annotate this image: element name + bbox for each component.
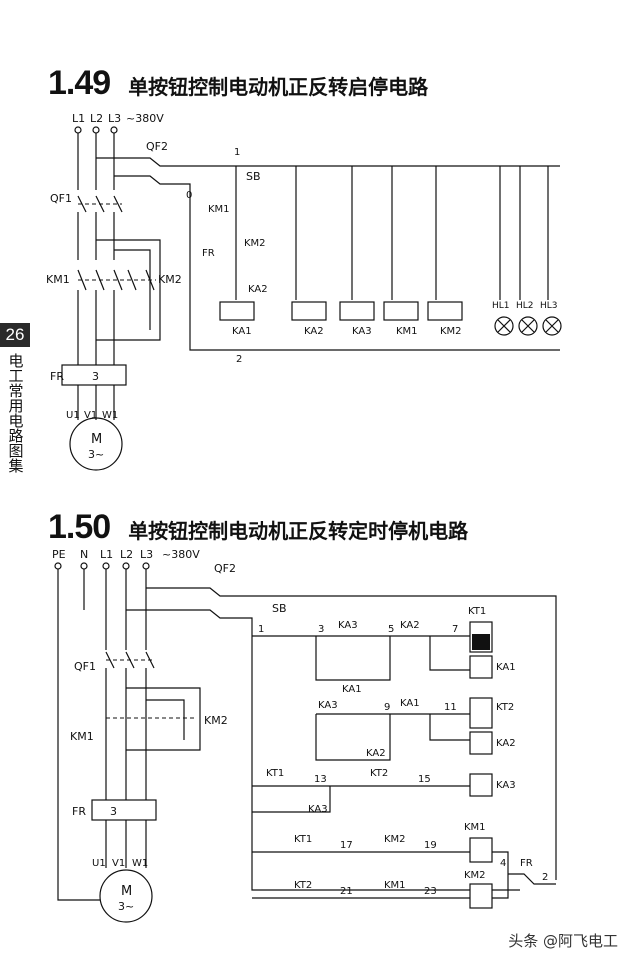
km2-contact-label: KM2	[244, 238, 266, 249]
page-number: 26	[0, 323, 30, 347]
terminal-l1	[74, 126, 82, 134]
hl3-label: HL3	[540, 301, 558, 311]
control-branches	[235, 166, 549, 300]
coil-ka3-label: KA3	[352, 326, 372, 337]
supply-label-l1: L1	[72, 112, 85, 125]
node-1: 1	[234, 147, 240, 158]
motor-phase-label: 3~	[88, 448, 104, 461]
motor-symbol	[69, 417, 123, 471]
reversing-wiring	[96, 239, 161, 341]
supply-label-l2: L2	[90, 112, 103, 125]
coil-km1	[383, 301, 419, 321]
fr-contact-label: FR	[202, 248, 215, 259]
hl1-label: HL1	[492, 301, 510, 311]
supply-label-l3: L3	[108, 112, 121, 125]
coil-ka2-label: KA2	[304, 326, 324, 337]
node-2: 2	[236, 354, 242, 365]
coil-km2-label: KM2	[440, 326, 462, 337]
watermark: 头条 @阿飞电工	[508, 932, 618, 950]
coil-ka1-label: KA1	[232, 326, 252, 337]
qf1-out-lines	[77, 212, 115, 260]
lamp-crosses	[497, 319, 559, 333]
book-title-vertical: 电工常用电路图集	[0, 353, 30, 477]
lamp-hl1	[494, 316, 514, 336]
km1-main-label: KM1	[46, 273, 70, 286]
fr-overload-block	[61, 364, 127, 386]
page-side-tab: 26 电工常用电路图集	[0, 323, 40, 477]
coil-ka3	[339, 301, 375, 321]
w-terminal-label: W1	[102, 410, 118, 421]
motor-feed-lines	[77, 290, 115, 365]
voltage-label: ~380V	[126, 112, 164, 125]
km1-contact-label: KM1	[208, 204, 230, 215]
fr-number: 3	[92, 370, 99, 383]
section-1-49-title: 1.49 单按钮控制电动机正反转启停电路	[48, 64, 428, 103]
book-title-text: 电工常用电路图集	[6, 353, 25, 473]
hl2-label: HL2	[516, 301, 534, 311]
coil-km1-label: KM1	[396, 326, 418, 337]
motor-leads	[77, 385, 115, 420]
section-number: 1.49	[48, 64, 111, 102]
v-terminal-label: V1	[84, 410, 97, 421]
section-heading: 单按钮控制电动机正反转定时停机电路	[128, 519, 469, 543]
section-1-50-title: 1.50 单按钮控制电动机正反转定时停机电路	[48, 508, 468, 547]
coil-ka1	[219, 301, 255, 321]
motor-label: M	[91, 432, 102, 447]
lamp-hl2	[518, 316, 538, 336]
section-number: 1.50	[48, 508, 111, 546]
control-supply-rails	[96, 157, 560, 351]
qf1-label: QF1	[50, 192, 72, 205]
ka2-contact-label: KA2	[248, 284, 268, 295]
coil-ka2	[291, 301, 327, 321]
terminal-l2	[92, 126, 100, 134]
section-heading: 单按钮控制电动机正反转启停电路	[128, 75, 429, 99]
terminal-l3	[110, 126, 118, 134]
fr-label: FR	[50, 370, 64, 383]
qf2-label: QF2	[146, 140, 168, 153]
supply-lines	[77, 133, 115, 190]
sb-label: SB	[246, 170, 261, 183]
km2-main-label: KM2	[158, 273, 182, 286]
coil-km2	[427, 301, 463, 321]
lamp-hl3	[542, 316, 562, 336]
node-0: 0	[186, 190, 192, 201]
u-terminal-label: U1	[66, 410, 80, 421]
